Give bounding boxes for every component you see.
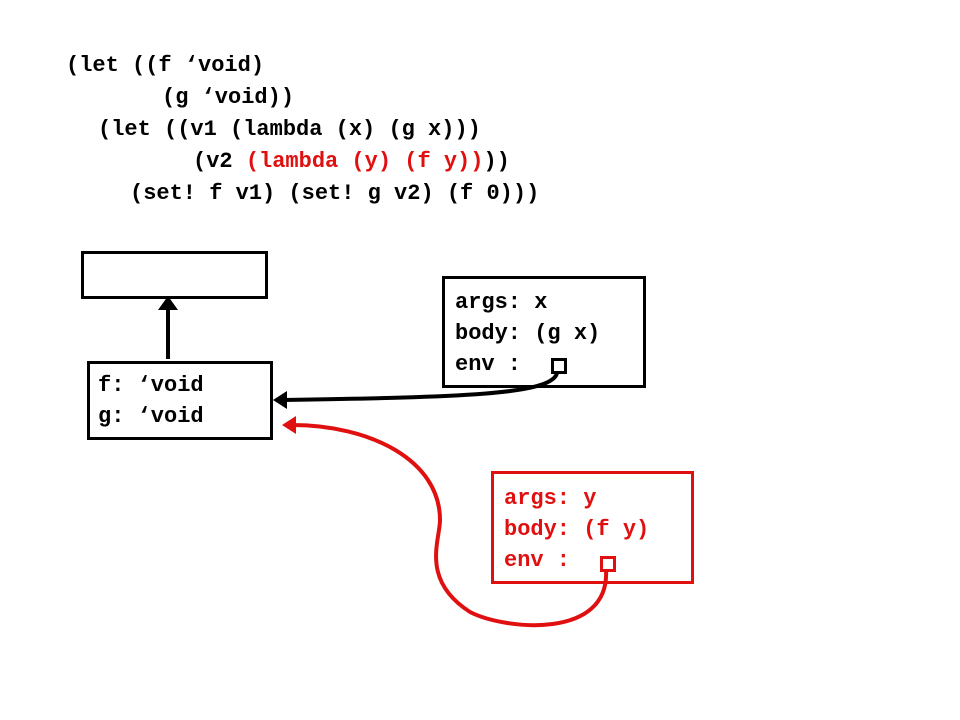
closure-v1-env-pointer-square <box>551 358 567 374</box>
closure-v1-env: env : <box>455 352 522 377</box>
code-line-4: (v2 (lambda (y) (f y)))) <box>193 147 510 177</box>
let-frame-box: f: ‘void g: ‘void <box>87 361 273 440</box>
code-line-4-prefix: (v2 <box>193 149 246 174</box>
code-line-2: (g ‘void)) <box>162 85 295 110</box>
global-environment-box <box>81 251 268 299</box>
closure-v1-body: body: (g x) <box>455 321 601 346</box>
frame-parent-arrowhead <box>158 296 178 310</box>
closure-v1-box: args: x body: (g x) env : <box>442 276 646 388</box>
closure-v2-env-arrow <box>291 423 609 628</box>
frame-f-binding: f: ‘void <box>98 373 204 398</box>
closure-v2-args: args: y <box>504 486 597 511</box>
closure-v1-env-arrowhead <box>273 391 287 409</box>
closure-v2-env: env : <box>504 548 571 573</box>
closure-v2-box: args: y body: (f y) env : <box>491 471 694 584</box>
code-line-5: (set! f v1) (set! g v2) (f 0))) <box>130 181 540 206</box>
code-line-1: (let ((f ‘void) <box>66 53 265 78</box>
frame-g-binding: g: ‘void <box>98 404 204 429</box>
closure-v2-body: body: (f y) <box>504 517 650 542</box>
closure-v1-env-arrow <box>282 372 559 402</box>
closure-v1-args: args: x <box>455 290 548 315</box>
code-line-4-suffix: )) <box>483 149 510 174</box>
code-line-3: (let ((v1 (lambda (x) (g x))) <box>98 117 481 142</box>
closure-v2-env-arrowhead <box>282 416 296 434</box>
code-line-4-red-lambda: (lambda (y) (f y)) <box>245 149 484 174</box>
